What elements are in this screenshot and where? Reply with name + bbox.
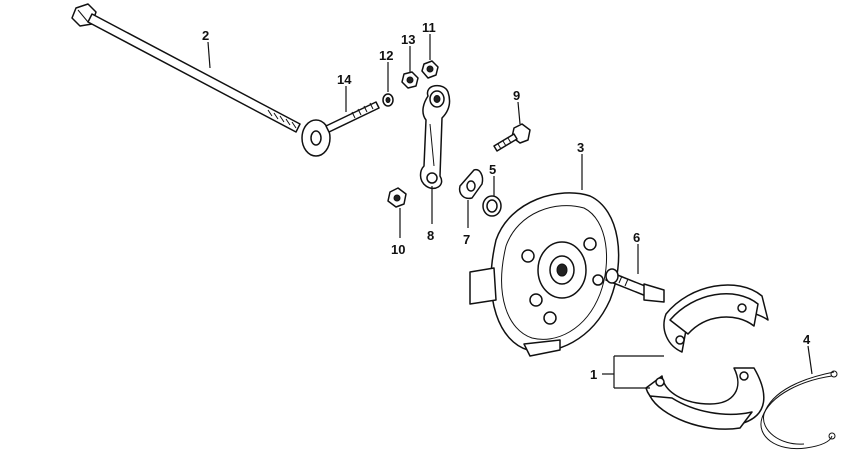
- part-nut-13: [401, 71, 419, 89]
- leader-lines: [207, 34, 813, 389]
- part-nut-11: [421, 60, 439, 79]
- callout-5: 5: [489, 162, 496, 177]
- callout-1: 1: [590, 367, 597, 382]
- callout-7: 7: [463, 232, 470, 247]
- part-eye-rod: [301, 101, 380, 157]
- part-brake-shoes: [645, 284, 769, 430]
- part-seal: [482, 195, 502, 217]
- callout-6: 6: [633, 230, 640, 245]
- callout-3: 3: [577, 140, 584, 155]
- callout-2: 2: [202, 28, 209, 43]
- part-spring-clip: [760, 370, 838, 450]
- callout-12: 12: [379, 48, 393, 63]
- part-bolt-9: [493, 123, 531, 152]
- callout-11: 11: [422, 20, 436, 35]
- part-nut-10: [387, 187, 407, 208]
- part-brake-arm: [419, 84, 451, 190]
- callout-13: 13: [401, 32, 415, 47]
- part-washer-small: [382, 93, 394, 107]
- part-axle-bolt: [71, 3, 301, 133]
- part-brake-panel: [469, 192, 620, 357]
- callout-10: 10: [391, 242, 405, 257]
- part-brake-cam: [605, 268, 665, 303]
- callout-labels: 2 14 12 13 11 9 10 8 7 5 3 6 4 1: [202, 20, 811, 382]
- callout-4: 4: [803, 332, 811, 347]
- callout-9: 9: [513, 88, 520, 103]
- callout-14: 14: [337, 72, 352, 87]
- part-indicator-plate: [458, 168, 484, 200]
- callout-8: 8: [427, 228, 434, 243]
